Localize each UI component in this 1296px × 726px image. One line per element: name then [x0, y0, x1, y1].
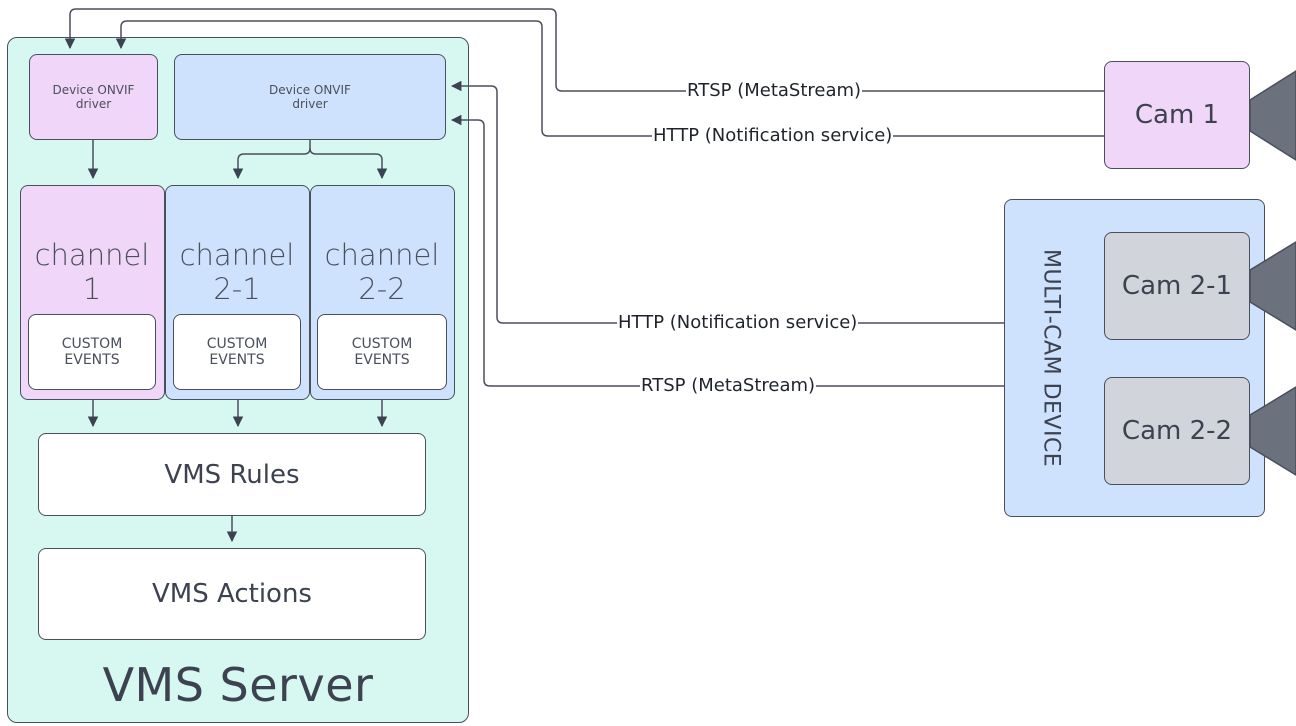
channel-2-1-custom-events: CUSTOM EVENTS: [173, 314, 301, 390]
line-cam1-http: [115, 20, 1104, 137]
channel-2-2-name: channel: [324, 238, 440, 272]
channel-1-number: 1: [82, 272, 102, 306]
camera-lens-1: [1249, 70, 1296, 161]
driver-2-label: Device ONVIF driver: [269, 83, 351, 111]
label-multi-rtsp-text: RTSP (MetaStream): [641, 375, 816, 396]
cam-2-1-label: Cam 2-1: [1121, 271, 1233, 301]
channel-2-2-custom-events: CUSTOM EVENTS: [317, 314, 447, 390]
channel-2-1: channel 2-1 CUSTOM EVENTS: [165, 185, 310, 400]
label-cam1-http-text: HTTP (Notification service): [653, 125, 893, 146]
channel-1-events-label: CUSTOM EVENTS: [61, 336, 123, 368]
channel-2-1-events-label: CUSTOM EVENTS: [206, 336, 268, 368]
cam-1: Cam 1: [1104, 61, 1250, 169]
label-multi-http: HTTP (Notification service): [617, 312, 859, 333]
channel-2-2-title: channel 2-2: [311, 238, 453, 306]
label-cam1-rtsp: RTSP (MetaStream): [686, 80, 863, 101]
channel-2-1-name: channel: [179, 238, 295, 272]
driver-2: Device ONVIF driver: [174, 54, 446, 140]
channel-2-2-number: 2-2: [358, 272, 406, 306]
line-multi-rtsp: [450, 114, 1004, 387]
channel-2-2: channel 2-2 CUSTOM EVENTS: [310, 185, 455, 400]
cam-2-2-label: Cam 2-2: [1121, 416, 1233, 446]
driver-1-label: Device ONVIF driver: [52, 83, 135, 111]
channel-1-custom-events: CUSTOM EVENTS: [28, 314, 156, 390]
multi-cam-label-text: MULTI-CAM DEVICE: [1038, 248, 1064, 468]
camera-lens-2-2: [1249, 386, 1296, 476]
label-cam1-http: HTTP (Notification service): [652, 125, 894, 146]
channel-1-title: channel 1: [21, 238, 163, 306]
channel-1: channel 1 CUSTOM EVENTS: [20, 185, 165, 400]
channel-1-name: channel: [34, 238, 150, 272]
channel-2-2-events-label: CUSTOM EVENTS: [351, 336, 413, 368]
vms-rules-label: VMS Rules: [164, 459, 300, 490]
label-cam1-rtsp-text: RTSP (MetaStream): [687, 80, 862, 101]
cam-1-label: Cam 1: [1134, 100, 1220, 130]
arrow-driver2-split: [232, 140, 311, 180]
vms-server-title-text: VMS Server: [102, 658, 374, 712]
line-cam1-rtsp: [64, 8, 1104, 92]
vms-actions-label: VMS Actions: [152, 579, 312, 609]
cam-2-1: Cam 2-1: [1104, 232, 1250, 340]
vms-server-title: VMS Server: [7, 655, 469, 715]
label-multi-rtsp: RTSP (MetaStream): [640, 375, 817, 396]
arrow-driver2-split-right: [309, 147, 388, 180]
label-multi-http-text: HTTP (Notification service): [618, 312, 858, 333]
channel-2-1-number: 2-1: [213, 272, 261, 306]
multi-cam-label: MULTI-CAM DEVICE: [1029, 220, 1073, 496]
line-multi-http: [450, 80, 1004, 324]
vms-rules: VMS Rules: [38, 433, 426, 516]
vms-actions: VMS Actions: [38, 548, 426, 640]
driver-1: Device ONVIF driver: [29, 54, 158, 140]
camera-lens-2-1: [1249, 241, 1296, 331]
channel-2-1-title: channel 2-1: [166, 238, 308, 306]
cam-2-2: Cam 2-2: [1104, 377, 1250, 485]
